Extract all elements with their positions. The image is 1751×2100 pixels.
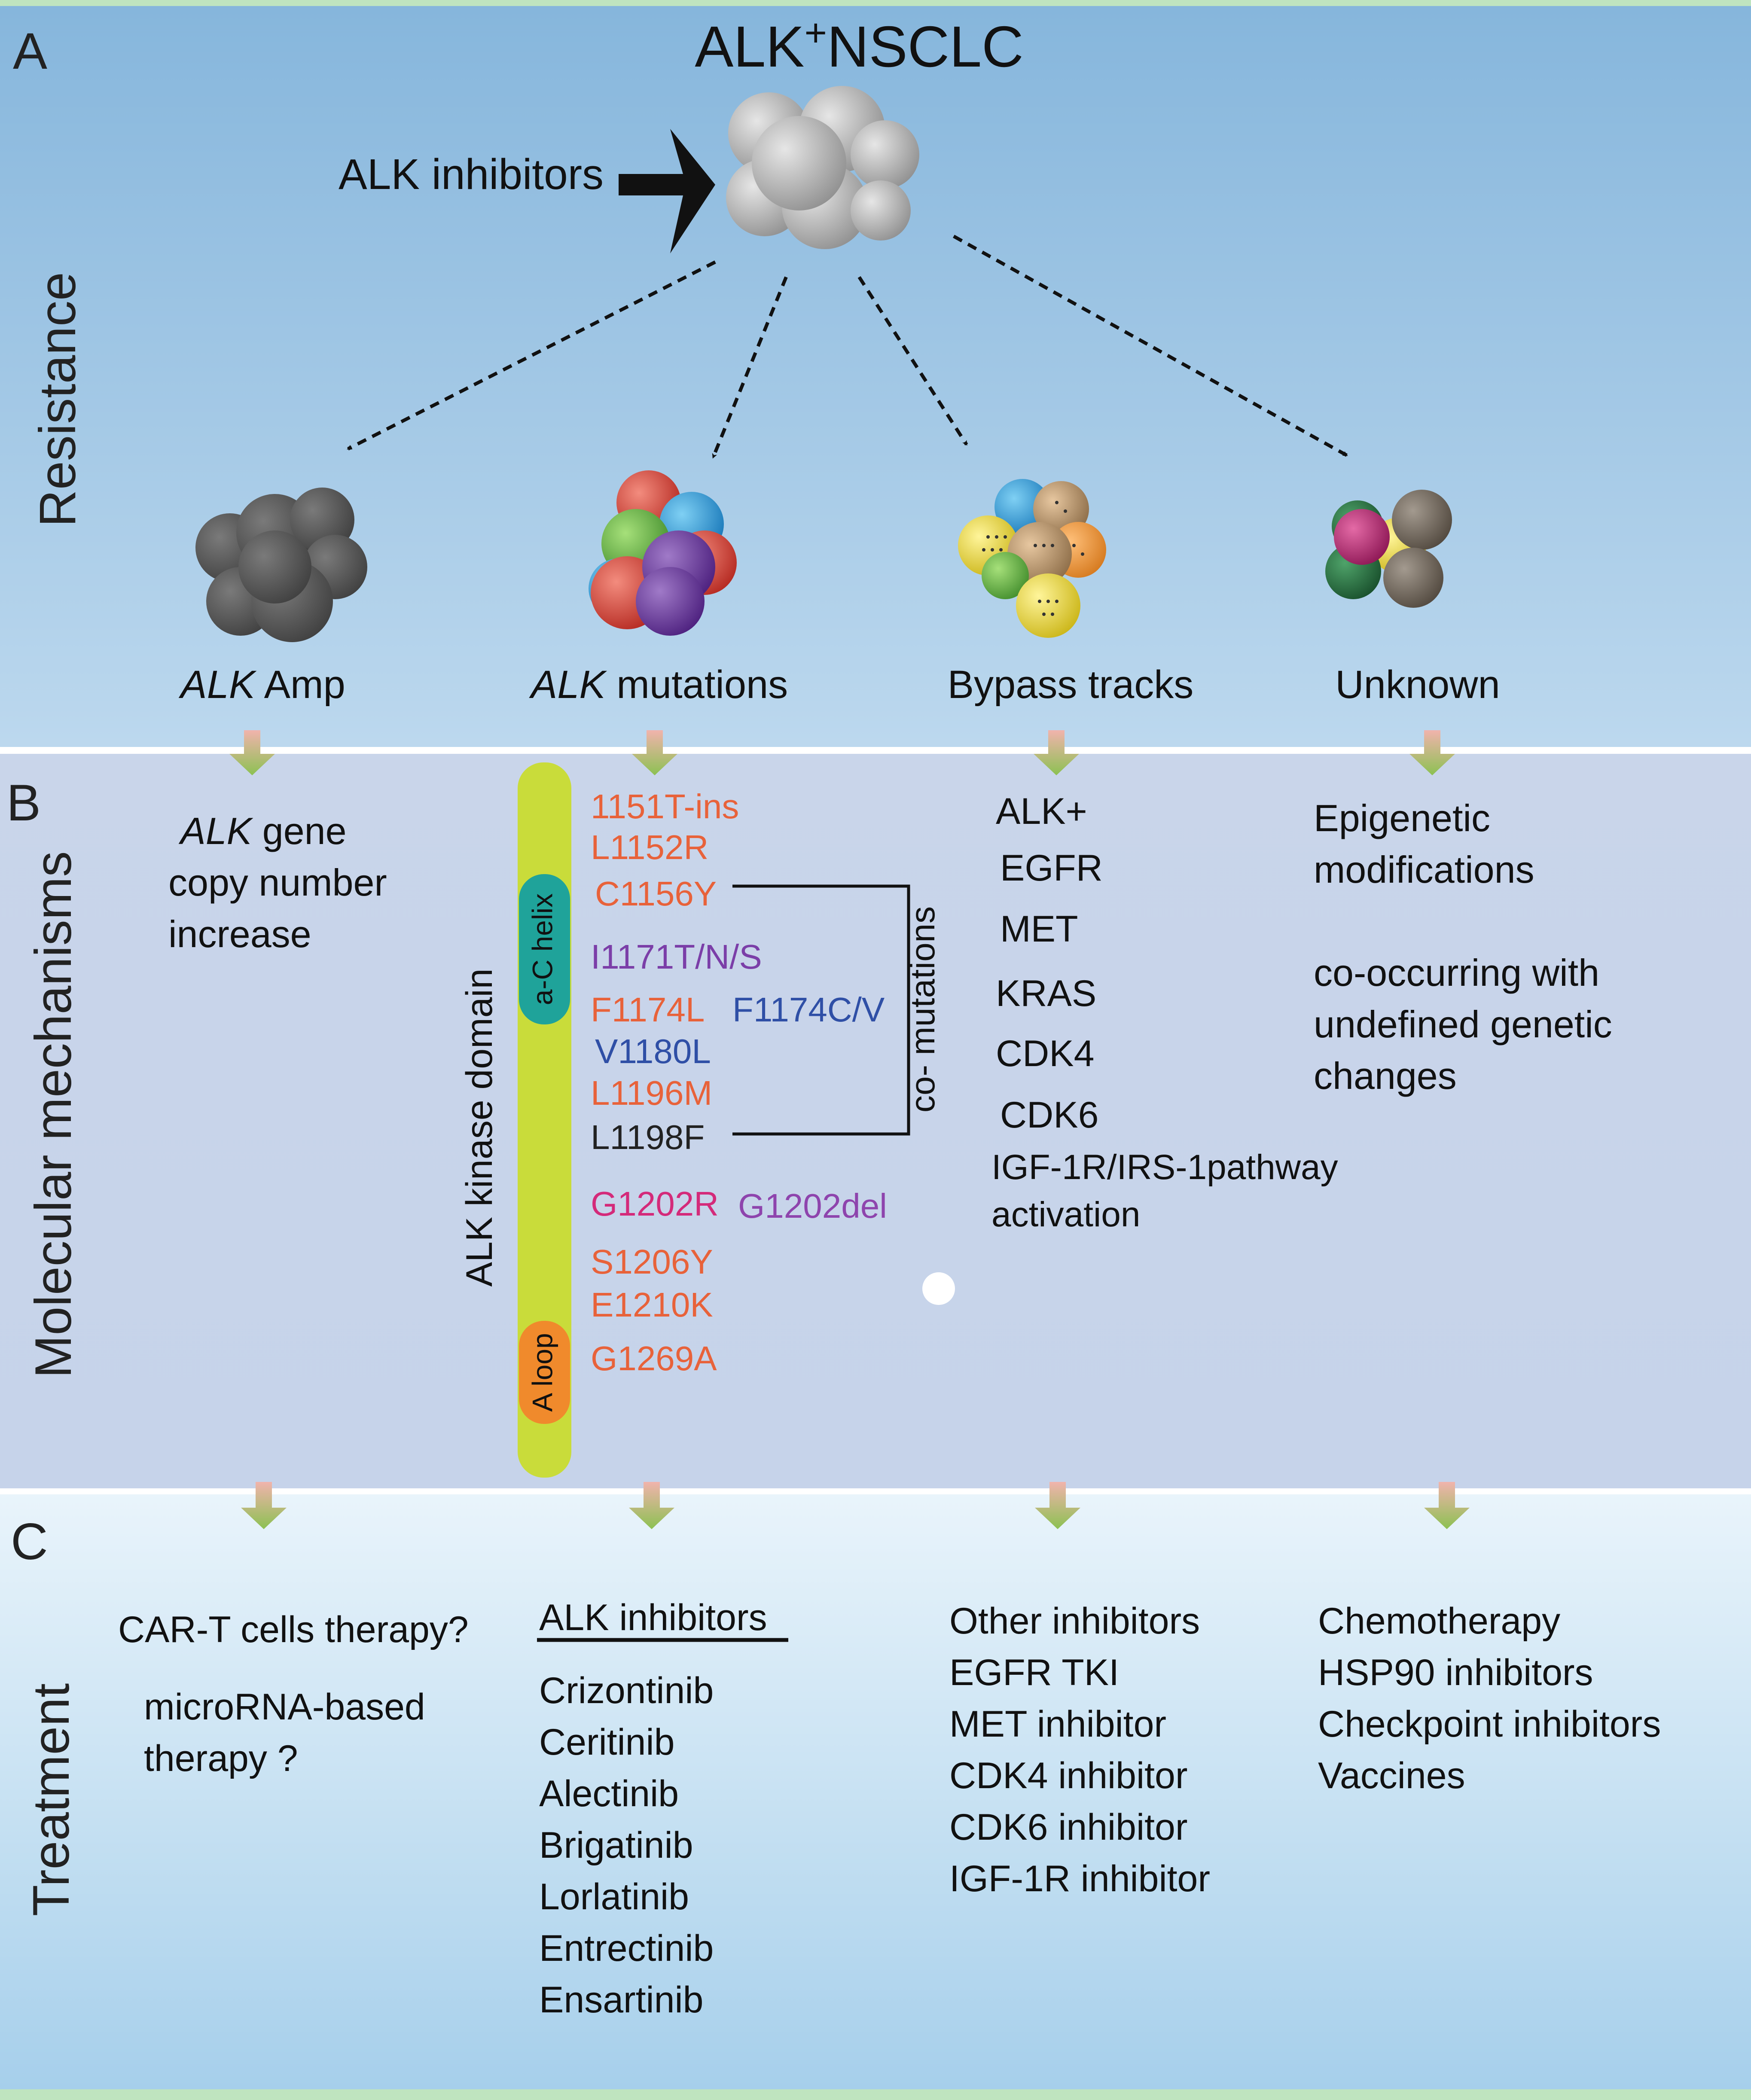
- kinase-domain-label: ALK kinase domain: [459, 969, 500, 1287]
- other-drug: CDK6 inhibitor: [949, 1807, 1187, 1848]
- side-label-resistance: Resistance: [29, 272, 86, 527]
- unknown-line-2: modifications: [1314, 848, 1534, 891]
- co-mutation-bracket: [732, 884, 910, 1136]
- amp-mechanism-line-3: increase: [168, 913, 311, 955]
- bypass-item-activation: activation: [991, 1195, 1140, 1234]
- amp-mechanism-line-1: ALK gene: [178, 810, 347, 852]
- other-drug: EGFR TKI: [949, 1652, 1119, 1693]
- alk-drug: Ceritinib: [539, 1722, 674, 1763]
- outcome-label-mutations: ALK mutations: [529, 663, 788, 707]
- mutation-label: G1269A: [591, 1339, 717, 1378]
- amp-therapy-line-2: microRNA-based: [144, 1686, 425, 1728]
- alk-inhibitor-header: ALK inhibitors: [539, 1597, 767, 1638]
- mutation-label: L1196M: [591, 1074, 712, 1112]
- flow-arrows-ab: [229, 730, 1455, 775]
- bypass-cell-cluster-icon: [958, 479, 1106, 638]
- alk-drug: Alectinib: [539, 1773, 679, 1814]
- mutation-label: V1180L: [595, 1032, 711, 1070]
- title-superscript: +: [805, 12, 827, 55]
- unknown-therapy: Checkpoint inhibitors: [1318, 1704, 1661, 1745]
- panel-divider-bc: [0, 1488, 1751, 1494]
- mutation-label: G1202del: [738, 1187, 887, 1225]
- bypass-item-egfr: EGFR: [1000, 847, 1103, 889]
- dashed-arrow-bypass: [857, 276, 968, 446]
- bypass-item-kras: KRAS: [996, 973, 1096, 1014]
- outcome-label-amp: ALK Amp: [178, 663, 345, 707]
- side-label-treatment: Treatment: [22, 1683, 80, 1916]
- unknown-line-3: co-occurring with: [1314, 951, 1599, 994]
- unknown-line-4: undefined genetic: [1314, 1003, 1612, 1045]
- unknown-therapy: Vaccines: [1318, 1755, 1465, 1796]
- loop-label: A loop: [526, 1333, 558, 1412]
- other-drug: MET inhibitor: [949, 1704, 1166, 1745]
- mutation-label: S1206Y: [591, 1243, 713, 1281]
- panel-b-background: [0, 754, 1751, 1488]
- panel-b-letter: B: [6, 774, 41, 832]
- unknown-line-1: Epigenetic: [1314, 797, 1490, 839]
- mutation-label: F1174L: [591, 991, 705, 1029]
- unknown-therapy: HSP90 inhibitors: [1318, 1652, 1593, 1693]
- amp-mechanism-line-2: copy number: [168, 861, 387, 904]
- title-main: ALK: [695, 14, 804, 79]
- mutation-label: L1152R: [591, 828, 708, 866]
- amp-cell-cluster-icon: [195, 488, 367, 642]
- mutation-label: C1156Y: [595, 875, 717, 913]
- bypass-item-igf1r: IGF-1R/IRS-1pathway: [991, 1148, 1338, 1187]
- outcome-label-bypass: Bypass tracks: [948, 663, 1194, 707]
- mutation-label: I1171T/N/S: [591, 938, 762, 976]
- other-drug: CDK4 inhibitor: [949, 1755, 1187, 1796]
- outcome-label-unknown: Unknown: [1335, 663, 1500, 707]
- bypass-item-alk: ALK+: [996, 791, 1087, 832]
- alk-drug: Entrectinib: [539, 1928, 714, 1969]
- other-drug: IGF-1R inhibitor: [949, 1858, 1210, 1899]
- title-rest: NSCLC: [827, 14, 1024, 79]
- panel-a-letter: A: [13, 22, 47, 80]
- dashed-arrow-amp: [347, 260, 716, 451]
- alk-drug: Ensartinib: [539, 1979, 703, 2021]
- unknown-cell-cluster-icon: [1325, 490, 1452, 608]
- alk-drug: Brigatinib: [539, 1825, 693, 1866]
- panel-c-background: [0, 1494, 1751, 2089]
- mutation-label: L1198F: [591, 1118, 705, 1156]
- other-inhibitor-header: Other inhibitors: [949, 1600, 1200, 1642]
- inhibitor-arrow-icon: [619, 129, 715, 253]
- drug-label-alk-inhibitors: ALK inhibitors: [339, 150, 604, 198]
- amp-therapy-line-1: CAR-T cells therapy?: [118, 1609, 469, 1650]
- co-mutation-label: co- mutations: [903, 906, 942, 1112]
- unknown-therapy: Chemotherapy: [1318, 1600, 1560, 1642]
- panel-divider-ab: [0, 747, 1751, 754]
- mutation-cell-cluster-icon: [589, 470, 737, 636]
- a-loop-segment: [519, 1321, 570, 1424]
- bypass-item-cdk6: CDK6: [1000, 1094, 1098, 1136]
- alpha-c-helix-segment: [519, 874, 570, 1024]
- alk-drug: Crizontinib: [539, 1670, 714, 1711]
- unknown-line-5: changes: [1314, 1055, 1457, 1097]
- mutation-label: G1202R: [591, 1185, 719, 1223]
- panel-c-letter: C: [11, 1513, 48, 1570]
- parental-cell-cluster-icon: [726, 86, 919, 249]
- bypass-item-met: MET: [1000, 908, 1078, 950]
- main-title: ALK+NSCLC: [695, 12, 1023, 79]
- mutation-label: 1151T-ins: [591, 787, 739, 826]
- mutation-label: F1174C/V: [732, 991, 885, 1029]
- amp-therapy-line-3: therapy ?: [144, 1738, 298, 1779]
- flow-arrows-bc: [241, 1482, 1470, 1529]
- mutation-label: E1210K: [591, 1286, 713, 1324]
- decorative-dot: [922, 1272, 955, 1305]
- bypass-item-cdk4: CDK4: [996, 1033, 1094, 1074]
- alk-drug: Lorlatinib: [539, 1876, 689, 1917]
- side-label-molecular-mechanisms: Molecular mechanisms: [24, 851, 82, 1378]
- helix-label: a-C helix: [526, 893, 558, 1005]
